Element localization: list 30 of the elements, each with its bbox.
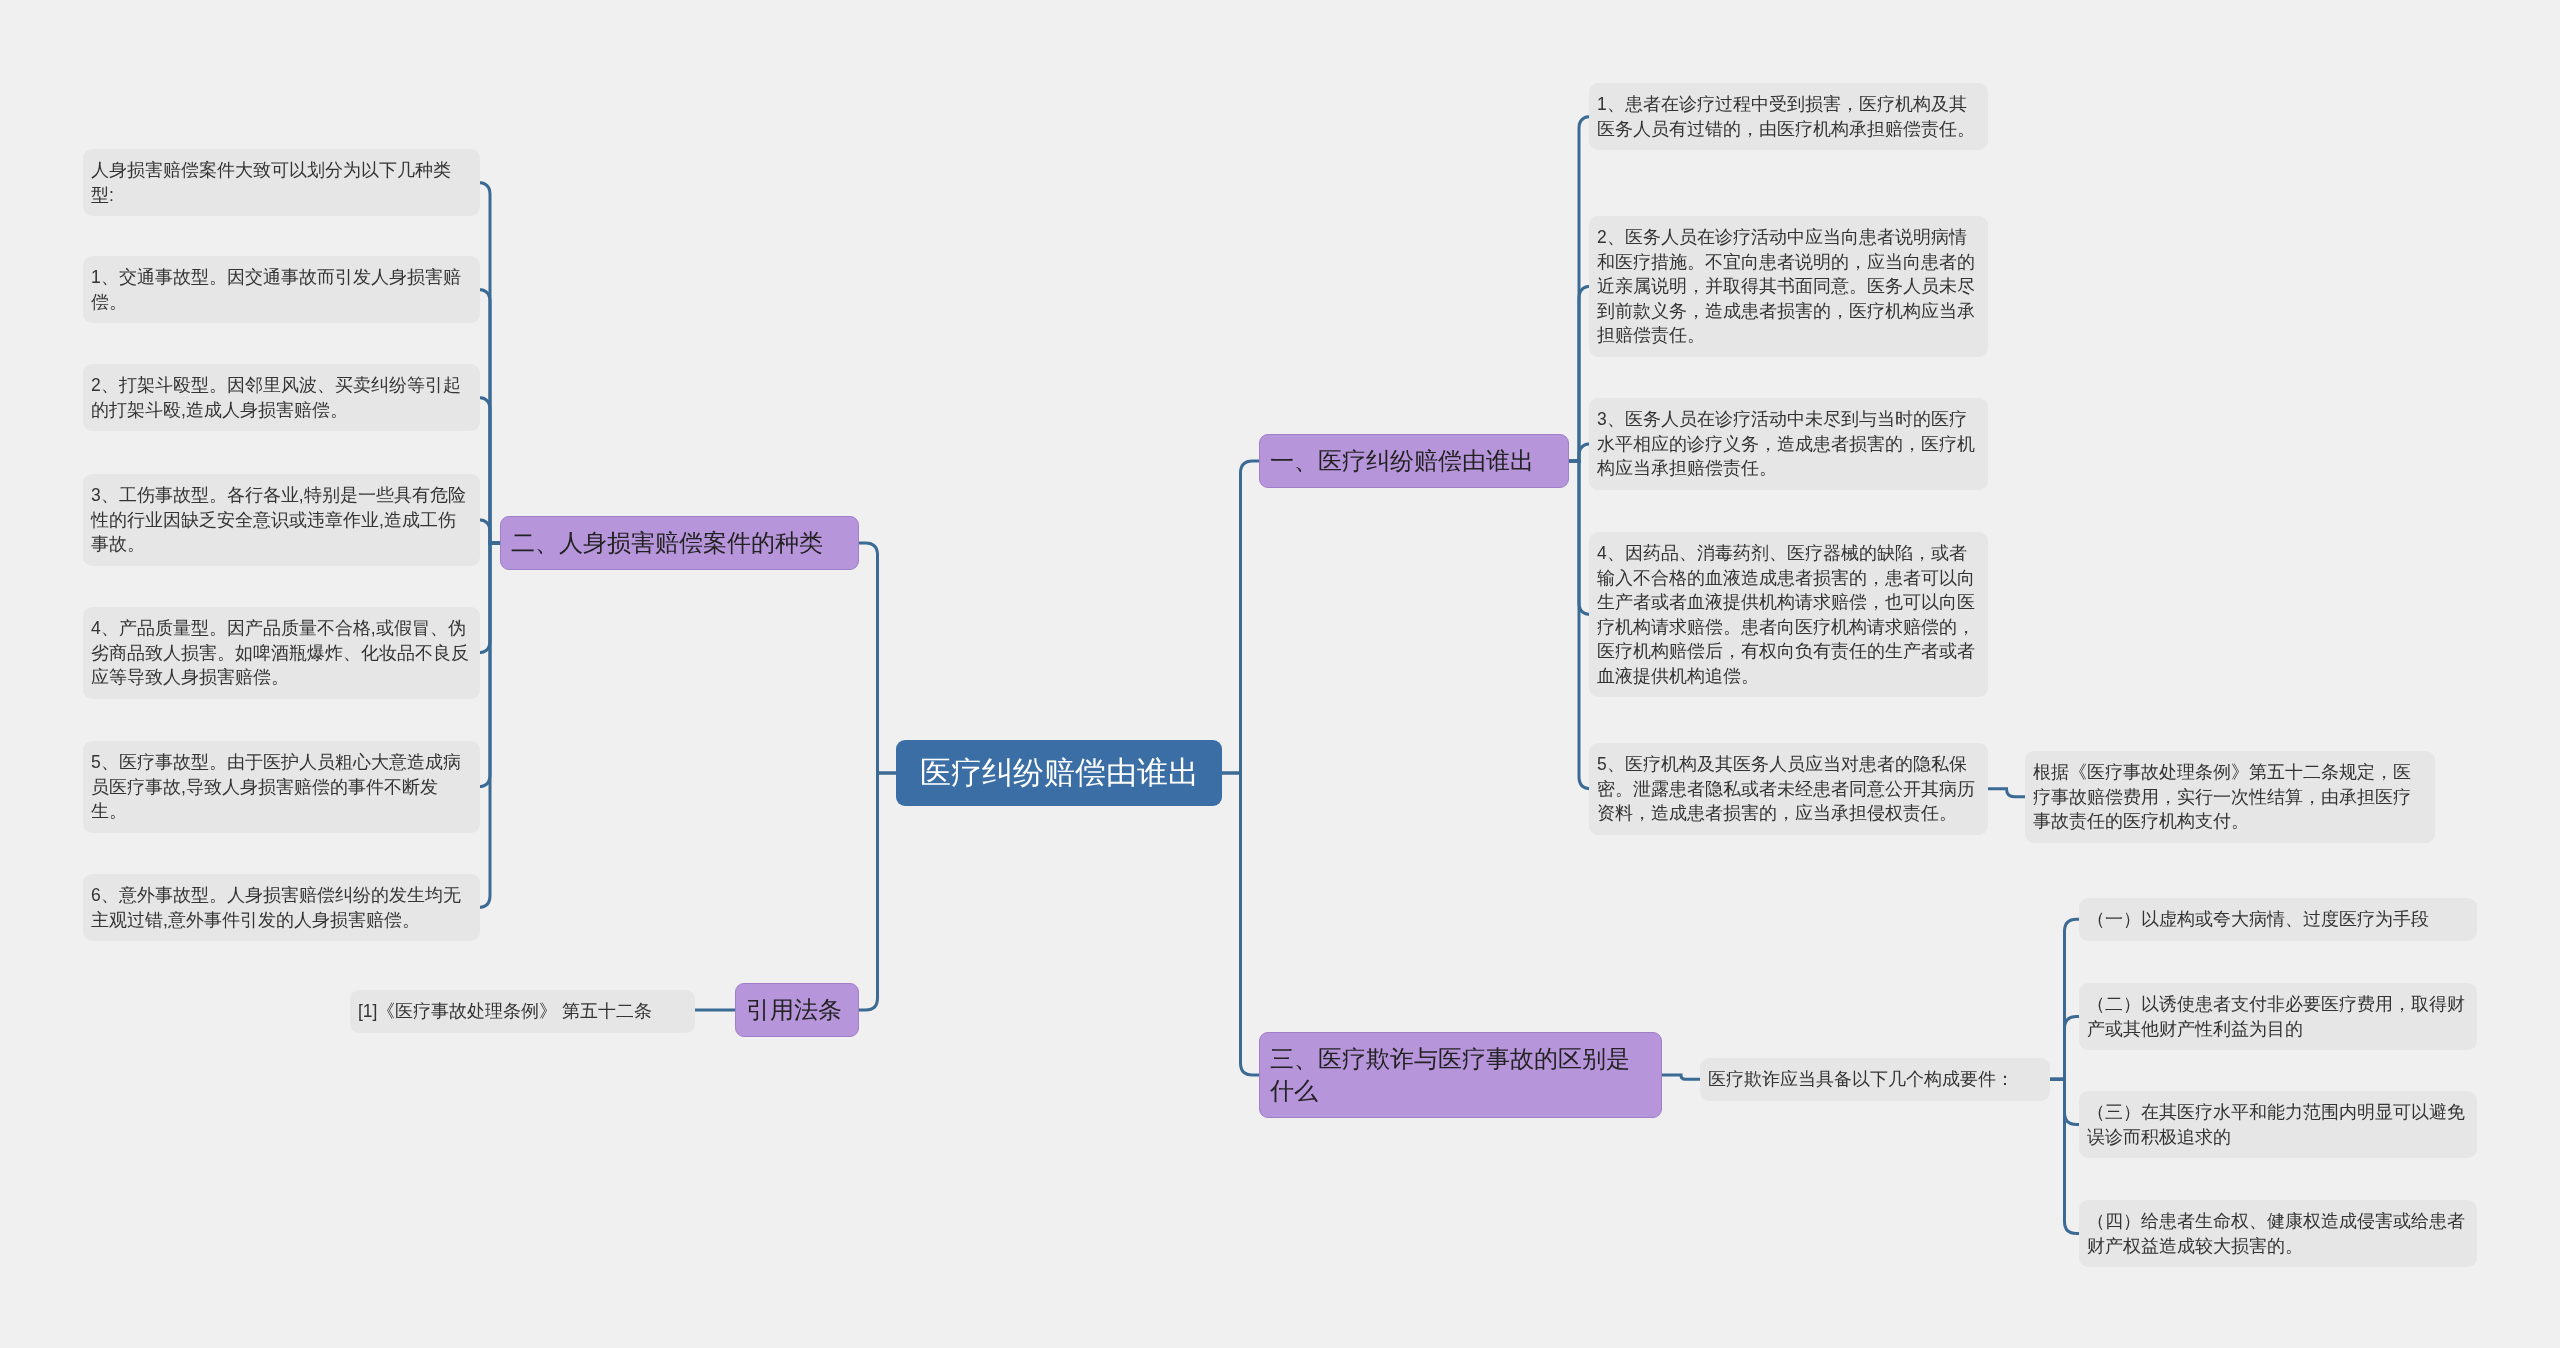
topic-box: 引用法条 <box>735 983 859 1037</box>
subtopic-box: 1、患者在诊疗过程中受到损害，医疗机构及其医务人员有过错的，由医疗机构承担赔偿责任。 <box>1589 83 1988 150</box>
subtopic-box: 2、医务人员在诊疗活动中应当向患者说明病情和医疗措施。不宜向患者说明的，应当向患者的近亲属说明，并取得其书面同意。医务人员未尽到前款义务，造成患者损害的，医疗机构应当承担赔偿责任。 <box>1589 216 1988 357</box>
subtopic-box: 4、产品质量型。因产品质量不合格,或假冒、伪劣商品致人损害。如啤酒瓶爆炸、化妆品不良反应等导致人身损害赔偿。 <box>83 607 480 699</box>
topic-box: 一、医疗纠纷赔偿由谁出 <box>1259 434 1569 488</box>
subtopic-box: （三）在其医疗水平和能力范围内明显可以避免误诊而积极追求的 <box>2079 1091 2477 1158</box>
subtopic-box: 6、意外事故型。人身损害赔偿纠纷的发生均无主观过错,意外事件引发的人身损害赔偿。 <box>83 874 480 941</box>
subtopic-box: 5、医疗机构及其医务人员应当对患者的隐私保密。泄露患者隐私或者未经患者同意公开其病历资料，造成患者损害的，应当承担侵权责任。 <box>1589 743 1988 835</box>
subtopic-box: 1、交通事故型。因交通事故而引发人身损害赔偿。 <box>83 256 480 323</box>
subtopic-box: 4、因药品、消毒药剂、医疗器械的缺陷，或者输入不合格的血液造成患者损害的，患者可以向生产者或者血液提供机构请求赔偿，也可以向医疗机构请求赔偿。患者向医疗机构请求赔偿的，医疗机构赔偿后，有权向负有责任的生产者或者血液提供机构追偿。 <box>1589 532 1988 697</box>
connector-line <box>2050 1077 2079 1235</box>
subtopic-box: 5、医疗事故型。由于医护人员粗心大意造成病员医疗事故,导致人身损害赔偿的事件不断发生。 <box>83 741 480 833</box>
connector-line <box>1222 771 1259 1077</box>
subtopic-box: （二）以诱使患者支付非必要医疗费用，取得财产或其他财产性利益为目的 <box>2079 983 2477 1050</box>
subtopic-box: 医疗欺诈应当具备以下几个构成要件： <box>1700 1058 2050 1101</box>
subtopic-box: 2、打架斗殴型。因邻里风波、买卖纠纷等引起的打架斗殴,造成人身损害赔偿。 <box>83 364 480 431</box>
topic-box: 三、医疗欺诈与医疗事故的区别是什么 <box>1259 1032 1662 1118</box>
topic-box: 二、人身损害赔偿案件的种类 <box>500 516 859 570</box>
subtopic-box: 3、医务人员在诊疗活动中未尽到与当时的医疗水平相应的诊疗义务，造成患者损害的，医疗机构应当承担赔偿责任。 <box>1589 398 1988 490</box>
subtopic-box: 3、工伤事故型。各行各业,特别是一些具有危险性的行业因缺乏安全意识或违章作业,造成工伤事故。 <box>83 474 480 566</box>
subtopic-box: [1]《医疗事故处理条例》 第五十二条 <box>350 990 695 1033</box>
connector-line <box>1988 787 2025 799</box>
central-topic: 医疗纠纷赔偿由谁出 <box>896 740 1222 806</box>
subtopic-box: （四）给患者生命权、健康权造成侵害或给患者财产权益造成较大损害的。 <box>2079 1200 2477 1267</box>
subtopic-box: 根据《医疗事故处理条例》第五十二条规定，医疗事故赔偿费用，实行一次性结算，由承担医疗事故责任的医疗机构支付。 <box>2025 751 2435 843</box>
connector-line <box>695 1008 735 1012</box>
subtopic-box: （一）以虚构或夸大病情、过度医疗为手段 <box>2079 898 2477 941</box>
connector-line <box>859 771 896 1012</box>
subtopic-box: 人身损害赔偿案件大致可以划分为以下几种类型: <box>83 149 480 216</box>
connector-line <box>1662 1073 1700 1081</box>
